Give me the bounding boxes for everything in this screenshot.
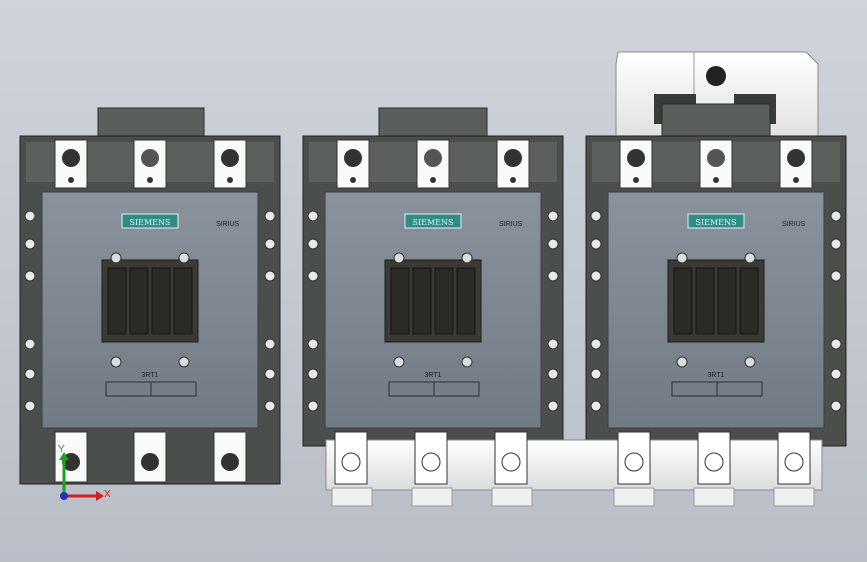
label-slot xyxy=(388,381,480,397)
contactor-1[interactable]: SIEMENS SIRIUS 3RT1 xyxy=(19,107,281,485)
x-axis-label: X xyxy=(104,489,111,500)
contactor-3[interactable]: SIEMENS SIRIUS 3RT1 xyxy=(585,51,847,447)
series-label: SIRIUS xyxy=(782,221,806,228)
top-terminals xyxy=(336,139,530,189)
brand-label: SIEMENS xyxy=(413,218,454,227)
series-label: SIRIUS xyxy=(216,221,240,228)
siemens-logo-plate: SIEMENS xyxy=(687,213,745,229)
side-clips-right xyxy=(547,210,559,412)
model-label: 3RT1 xyxy=(708,372,725,379)
y-axis-label: Y xyxy=(58,444,65,455)
side-clips-right xyxy=(830,210,842,412)
model-label: 3RT1 xyxy=(142,372,159,379)
siemens-logo-plate: SIEMENS xyxy=(404,213,462,229)
bottom-busbar xyxy=(325,431,823,507)
label-slot xyxy=(671,381,763,397)
side-clips-right xyxy=(264,210,276,412)
label-slot xyxy=(105,381,197,397)
side-clips-left xyxy=(307,210,319,412)
model-label: 3RT1 xyxy=(425,372,442,379)
side-clips-left xyxy=(590,210,602,412)
bottom-terminals xyxy=(54,431,247,483)
top-terminals xyxy=(54,139,247,189)
brand-label: SIEMENS xyxy=(696,218,737,227)
side-clips-left xyxy=(24,210,36,412)
panel-screws xyxy=(393,252,473,368)
terminal-block xyxy=(384,259,482,343)
terminal-block xyxy=(667,259,765,343)
brand-label: SIEMENS xyxy=(130,218,171,227)
contactor-2[interactable]: SIEMENS SIRIUS 3RT1 xyxy=(302,107,564,447)
top-busbar-bracket xyxy=(615,51,819,151)
panel-screws xyxy=(676,252,756,368)
axis-triad: X Y xyxy=(58,444,111,501)
siemens-logo-plate: SIEMENS xyxy=(121,213,179,229)
terminal-block xyxy=(101,259,199,343)
series-label: SIRIUS xyxy=(499,221,523,228)
top-terminals xyxy=(619,139,813,189)
panel-screws xyxy=(110,252,190,368)
